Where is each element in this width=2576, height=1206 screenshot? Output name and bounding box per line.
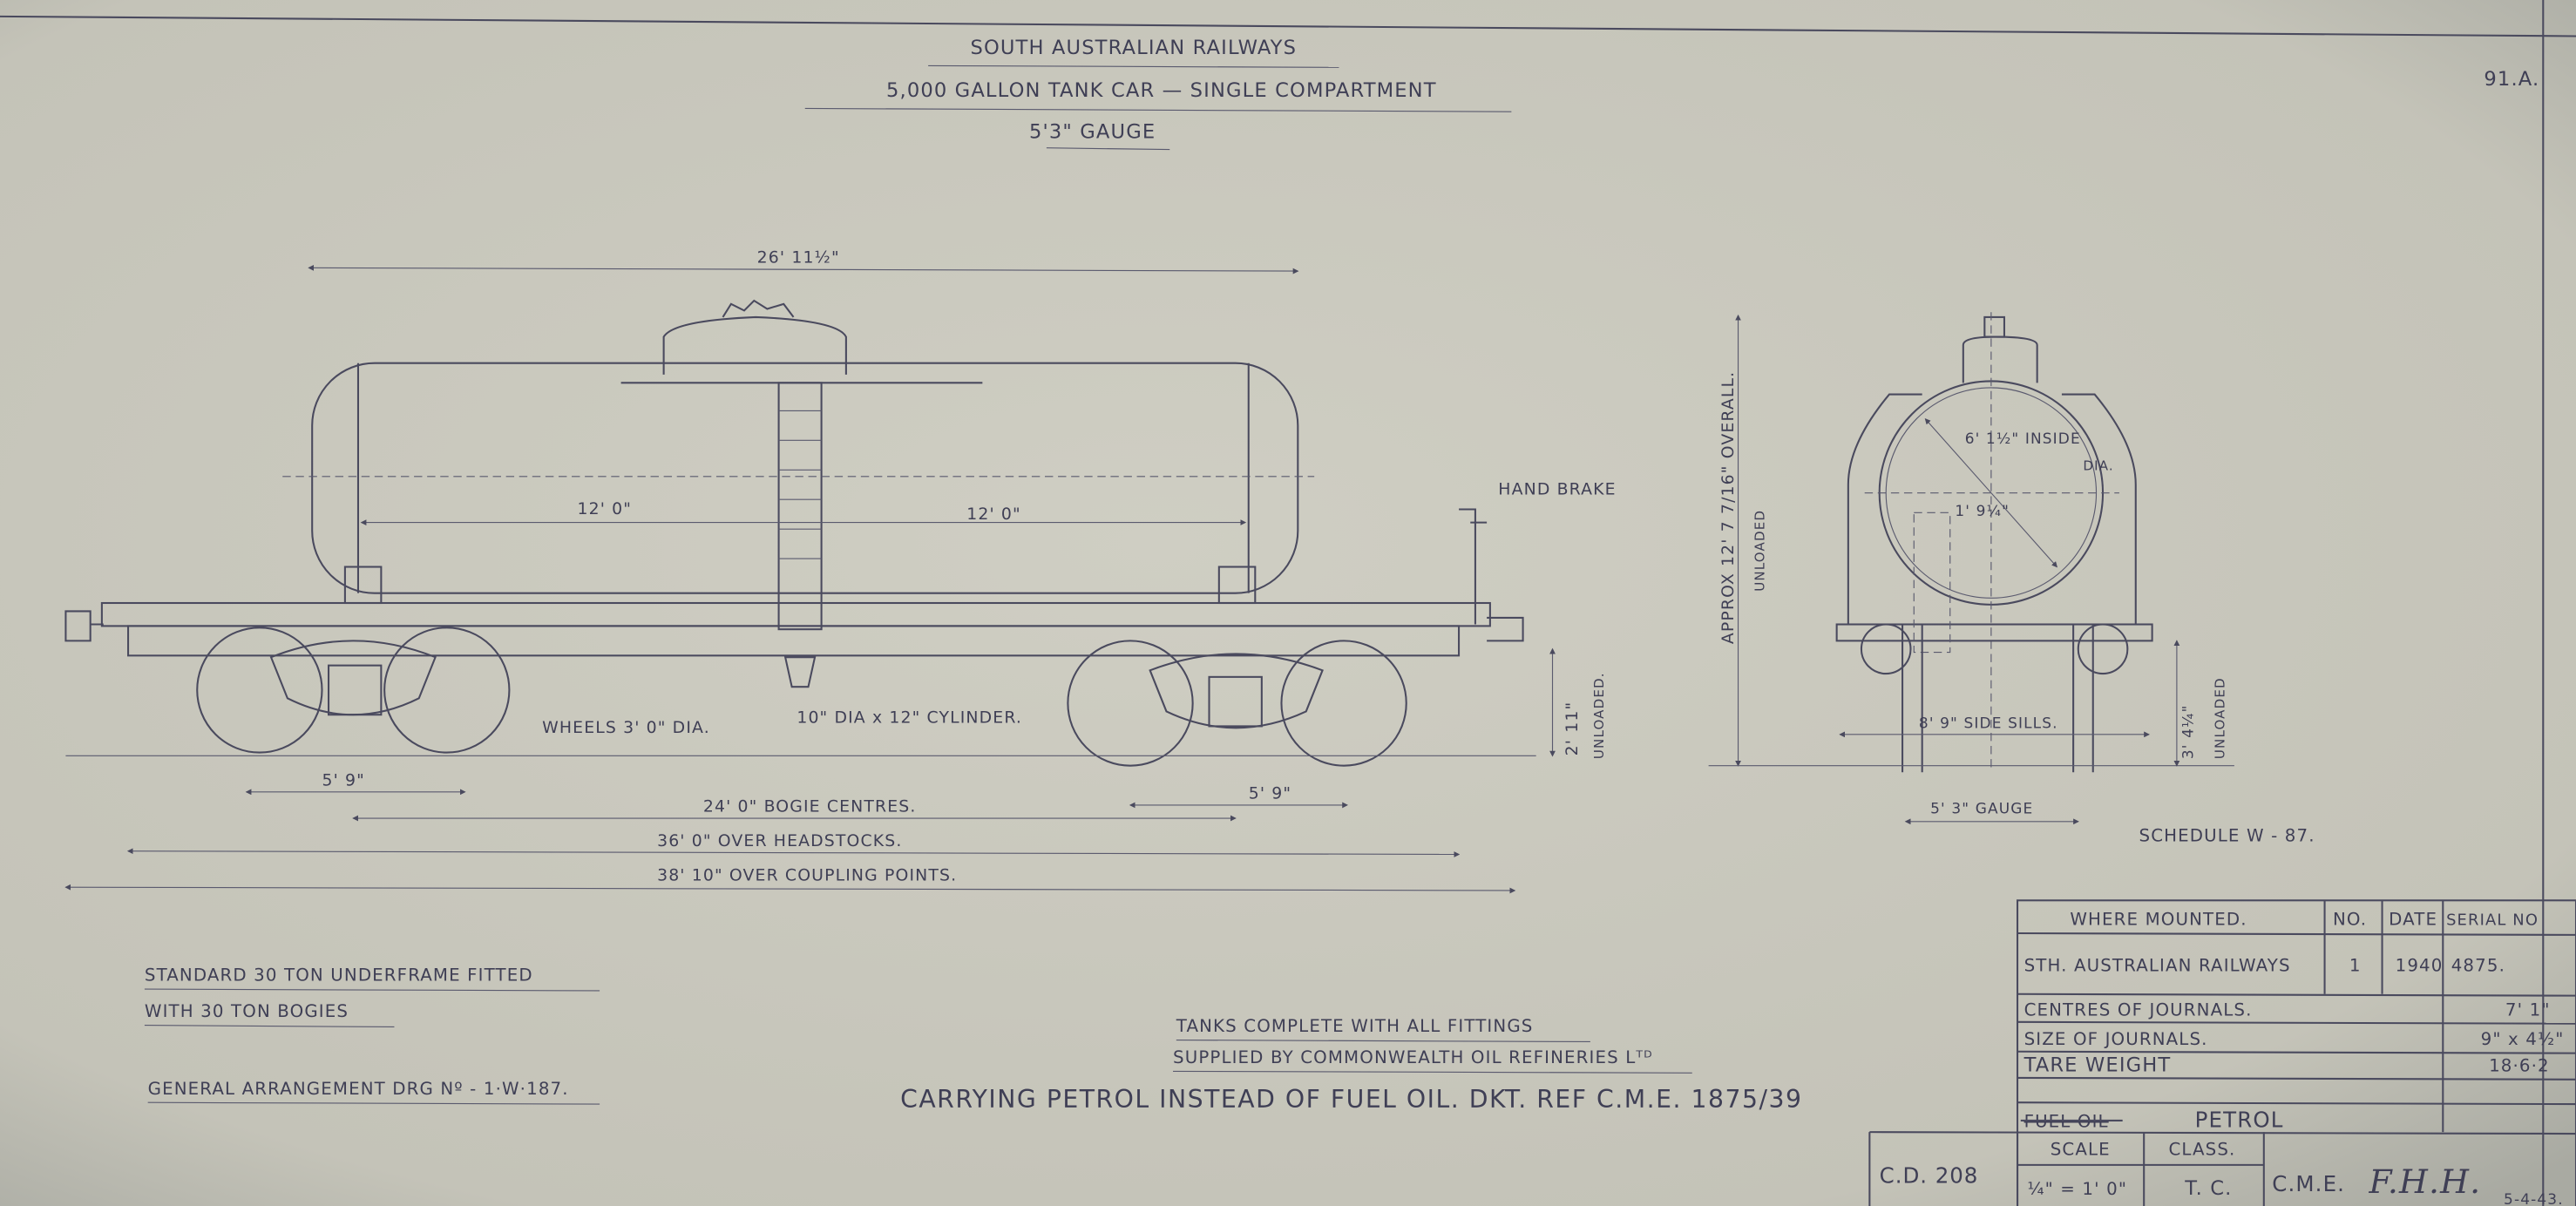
note-carrying-petrol: CARRYING PETROL INSTEAD OF FUEL OIL. DKT… [900,1085,1802,1114]
header-date: DATE [2389,910,2437,930]
sheet-reference: 91.A. [2484,68,2539,91]
label-wheels: WHEELS 3' 0" DIA. [542,719,710,737]
note-underframe-1: STANDARD 30 TON UNDERFRAME FITTED [145,965,533,986]
label-hand-brake: HAND BRAKE [1498,481,1616,499]
schedule-number: SCHEDULE W - 87. [2139,825,2315,845]
end-sills [1835,623,2153,642]
title-block: SOUTH AUSTRALIAN RAILWAYS 5,000 GALLON T… [804,37,1512,151]
cylinder [783,656,817,688]
title-gauge: 5'3" GAUGE [1029,120,1156,143]
label-tare-weight: TARE WEIGHT [2024,1054,2172,1076]
cell-no: 1 [2349,955,2362,975]
note-tanks-2: SUPPLIED BY COMMONWEALTH OIL REFINERIES … [1173,1047,1653,1067]
underframe-headstock [127,625,1461,657]
cd-number: C.D. 208 [1880,1163,1979,1189]
value-scale: ¼" = 1' 0" [2027,1179,2127,1199]
coupler-left [64,610,104,642]
label-dia: DIA. [2083,457,2113,473]
title-car: 5,000 GALLON TANK CAR — SINGLE COMPARTME… [886,79,1437,102]
label-unloaded-left: UNLOADED [1752,510,1768,592]
wheel [383,627,511,754]
dim-tank-length: 26' 11½" [757,249,840,268]
wheel [1280,640,1407,767]
value-tare-weight: 18·6·2 [2489,1055,2550,1075]
cme-signature: F.H.H. [2368,1162,2481,1201]
tank-body [311,362,1299,594]
coupler-right [1487,616,1524,642]
dim-bogie-wheelbase-left: 5' 9" [322,771,365,789]
dim-bogie-centres: 24' 0" BOGIE CENTRES. [703,797,917,816]
cell-date: 1940 [2396,955,2444,975]
signature-date: 5-4-43. [2504,1190,2564,1206]
cell-where-mounted: STH. AUSTRALIAN RAILWAYS [2024,955,2291,975]
side-elevation: 26' 11½" 12' 0" 12' 0" HAND BRAKE WHEELS… [64,249,1616,894]
dim-half-left: 12' 0" [577,500,632,518]
header-where-mounted: WHERE MOUNTED. [2070,910,2247,930]
label-size-journals: SIZE OF JOURNALS. [2024,1029,2208,1049]
dome-fittings [722,299,795,318]
label-unloaded: UNLOADED. [1591,672,1607,759]
cell-serial-no: 4875. [2451,955,2505,975]
dim-offset: 1' 9¼" [1955,502,2010,519]
note-ga-drawing: GENERAL ARRANGEMENT DRG Nº - 1·W·187. [148,1079,569,1099]
value-size-journals: 9" x 4½" [2481,1029,2565,1049]
tank-dome [662,315,847,375]
value-class: T. C. [2184,1177,2232,1200]
title-railway: SOUTH AUSTRALIAN RAILWAYS [970,37,1297,59]
border-top [0,15,2576,37]
bogie-right [1067,640,1407,767]
wheel [196,627,323,754]
label-class: CLASS. [2168,1140,2235,1160]
dim-bogie-wheelbase-right: 5' 9" [1249,784,1291,803]
dim-overall-height: APPROX 12' 7 7/16" OVERALL. [1719,371,1738,644]
dim-over-headstocks: 36' 0" OVER HEADSTOCKS. [657,832,902,850]
dim-side-sills: 8' 9" SIDE SILLS. [1919,714,2058,731]
label-unloaded-right: UNLOADED [2213,677,2228,759]
note-underframe-2: WITH 30 TON BOGIES [145,1001,349,1021]
label-scale: SCALE [2051,1140,2111,1160]
note-tanks-1: TANKS COMPLETE WITH ALL FITTINGS [1176,1016,1534,1036]
dim-half-right: 12' 0" [966,505,1021,524]
label-centres-journals: CENTRES OF JOURNALS. [2024,999,2253,1020]
dim-height-unloaded: 2' 11" [1563,701,1582,756]
notes: STANDARD 30 TON UNDERFRAME FITTED WITH 3… [144,965,1802,1114]
dim-inside-dia: 6' 1½" INSIDE [1965,430,2081,447]
hand-brake [1459,508,1488,625]
ladder [777,382,823,631]
dim-sill-height: 3' 4¼" [2179,704,2197,759]
label-cylinder: 10" DIA x 12" CYLINDER. [797,709,1022,728]
label-cme: C.M.E. [2272,1171,2345,1196]
title-table: WHERE MOUNTED. NO. DATE SERIAL NO STH. A… [1868,899,2576,1206]
tank-straps [1847,393,2137,625]
bogie-left [196,627,511,754]
dim-gauge: 5' 3" GAUGE [1930,799,2033,816]
struck-fuel-oil: FUEL OIL [2024,1111,2109,1131]
end-elevation: APPROX 12' 7 7/16" OVERALL. UNLOADED 6' … [1708,312,2234,825]
end-wheels [1901,624,2094,773]
header-no: NO. [2333,910,2367,930]
dim-over-coupling: 38' 10" OVER COUPLING POINTS. [657,867,957,885]
value-centres-journals: 7' 1" [2505,999,2551,1020]
commodity-petrol: PETROL [2195,1107,2284,1132]
header-serial-no: SERIAL NO [2446,911,2539,930]
wheel [1067,640,1194,767]
